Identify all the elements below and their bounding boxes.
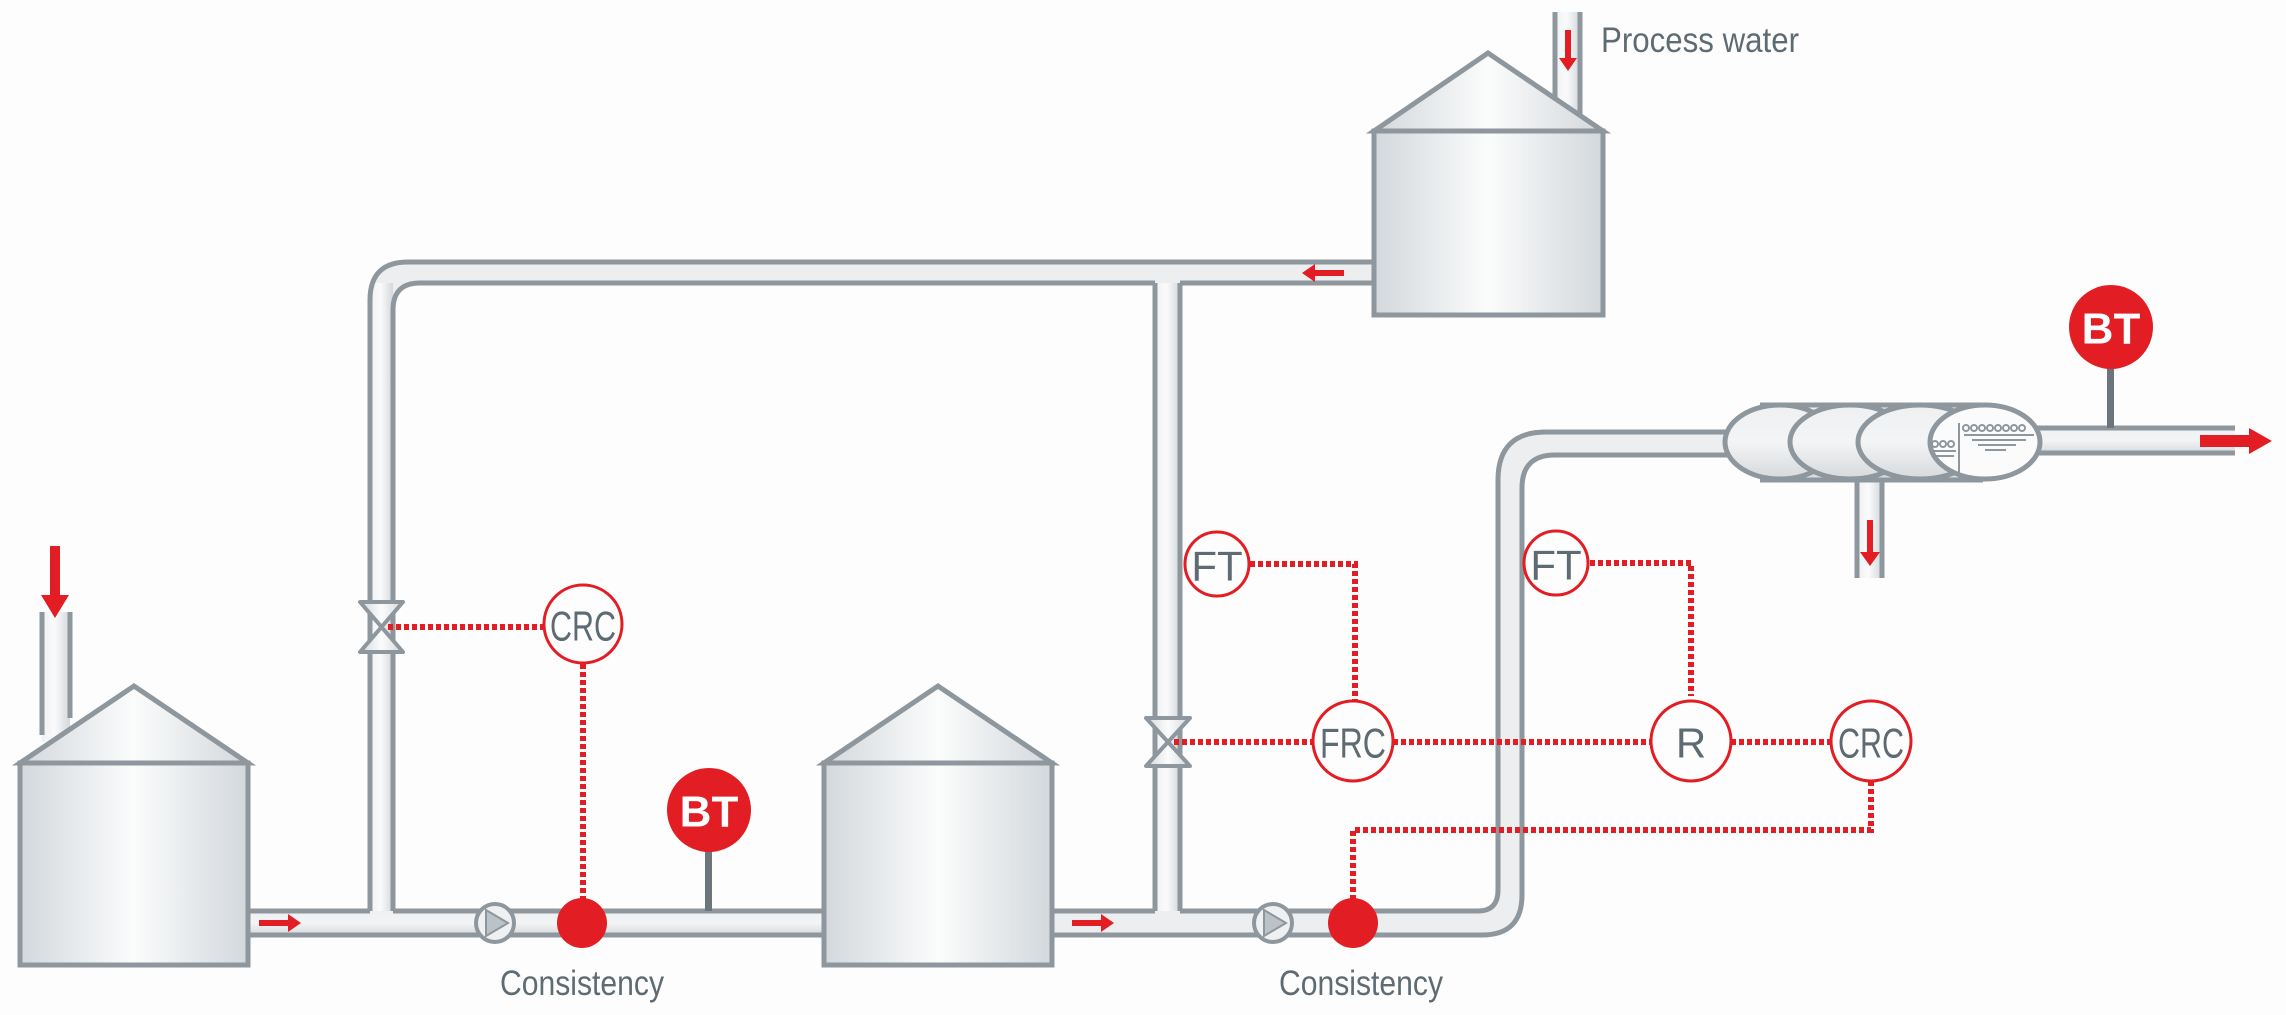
outlet-arrow-icon: [2200, 428, 2272, 454]
pump-2[interactable]: [1252, 902, 1294, 944]
control-valve-1[interactable]: [358, 600, 405, 654]
tank-2[interactable]: [815, 682, 1061, 968]
flow-arrow-right-icon: [1072, 914, 1114, 932]
process-water-label: Process water: [1601, 21, 1799, 60]
bt-stem: [2107, 366, 2114, 428]
consistency-label-1: Consistency: [500, 964, 664, 1003]
pump-icon: [1263, 908, 1288, 938]
process-water-arrow-icon: [1559, 30, 1577, 71]
instrument-ft-2[interactable]: FT: [1522, 529, 1590, 597]
pump-icon: [485, 908, 510, 938]
wire-section: [1927, 402, 2043, 482]
bt-2-label: BT: [2082, 305, 2141, 354]
instrument-ft-1-label: FT: [1191, 543, 1242, 590]
bottom-pipe-1-fill: [246, 911, 826, 935]
bt-transmitter-1[interactable]: BT: [667, 768, 751, 911]
consistency-label-2: Consistency: [1279, 964, 1443, 1003]
tank-1[interactable]: [11, 682, 257, 968]
instrument-crc-2-label: CRC: [1838, 720, 1904, 767]
inlet-arrow-icon: [41, 546, 69, 618]
branch-pipe-fill: [1155, 283, 1180, 911]
consistency-sensor-2[interactable]: [1328, 898, 1378, 948]
flow-arrow-left-icon: [1302, 264, 1344, 282]
flow-arrow-right-icon: [259, 914, 301, 932]
pump-1[interactable]: [474, 902, 516, 944]
instrument-ft-2-label: FT: [1530, 542, 1581, 589]
control-valve-icon: [358, 600, 405, 629]
instrument-frc[interactable]: FRC: [1311, 699, 1395, 783]
instrument-r-label: R: [1676, 720, 1706, 767]
signal-lines: [388, 560, 1874, 900]
instrument-frc-label: FRC: [1320, 720, 1386, 767]
rollers-icon: [1931, 423, 2034, 478]
instrument-r[interactable]: R: [1649, 699, 1733, 783]
left-riser-fill: [370, 283, 393, 911]
instrument-ft-1[interactable]: FT: [1183, 530, 1251, 598]
pipes: [42, 12, 2235, 935]
instrument-crc-2[interactable]: CRC: [1829, 699, 1913, 783]
consistency-sensor-1[interactable]: [557, 898, 607, 948]
bt-1-label: BT: [680, 788, 739, 837]
bt-transmitter-2[interactable]: BT: [2069, 285, 2153, 428]
pipe-outlines: [39, 12, 2235, 938]
flow-arrows: [41, 30, 2272, 932]
paper-machine[interactable]: [1722, 402, 2043, 483]
instrument-crc-1-label: CRC: [550, 603, 616, 650]
drain-arrow-icon: [1860, 520, 1880, 566]
instrument-crc-1[interactable]: CRC: [542, 583, 624, 665]
control-valve-2[interactable]: [1144, 716, 1192, 768]
control-valve-icon: [1144, 716, 1192, 744]
inlet-pipe-1-fill: [42, 612, 70, 742]
tank-3[interactable]: [1365, 49, 1612, 318]
bt-stem: [705, 850, 712, 911]
